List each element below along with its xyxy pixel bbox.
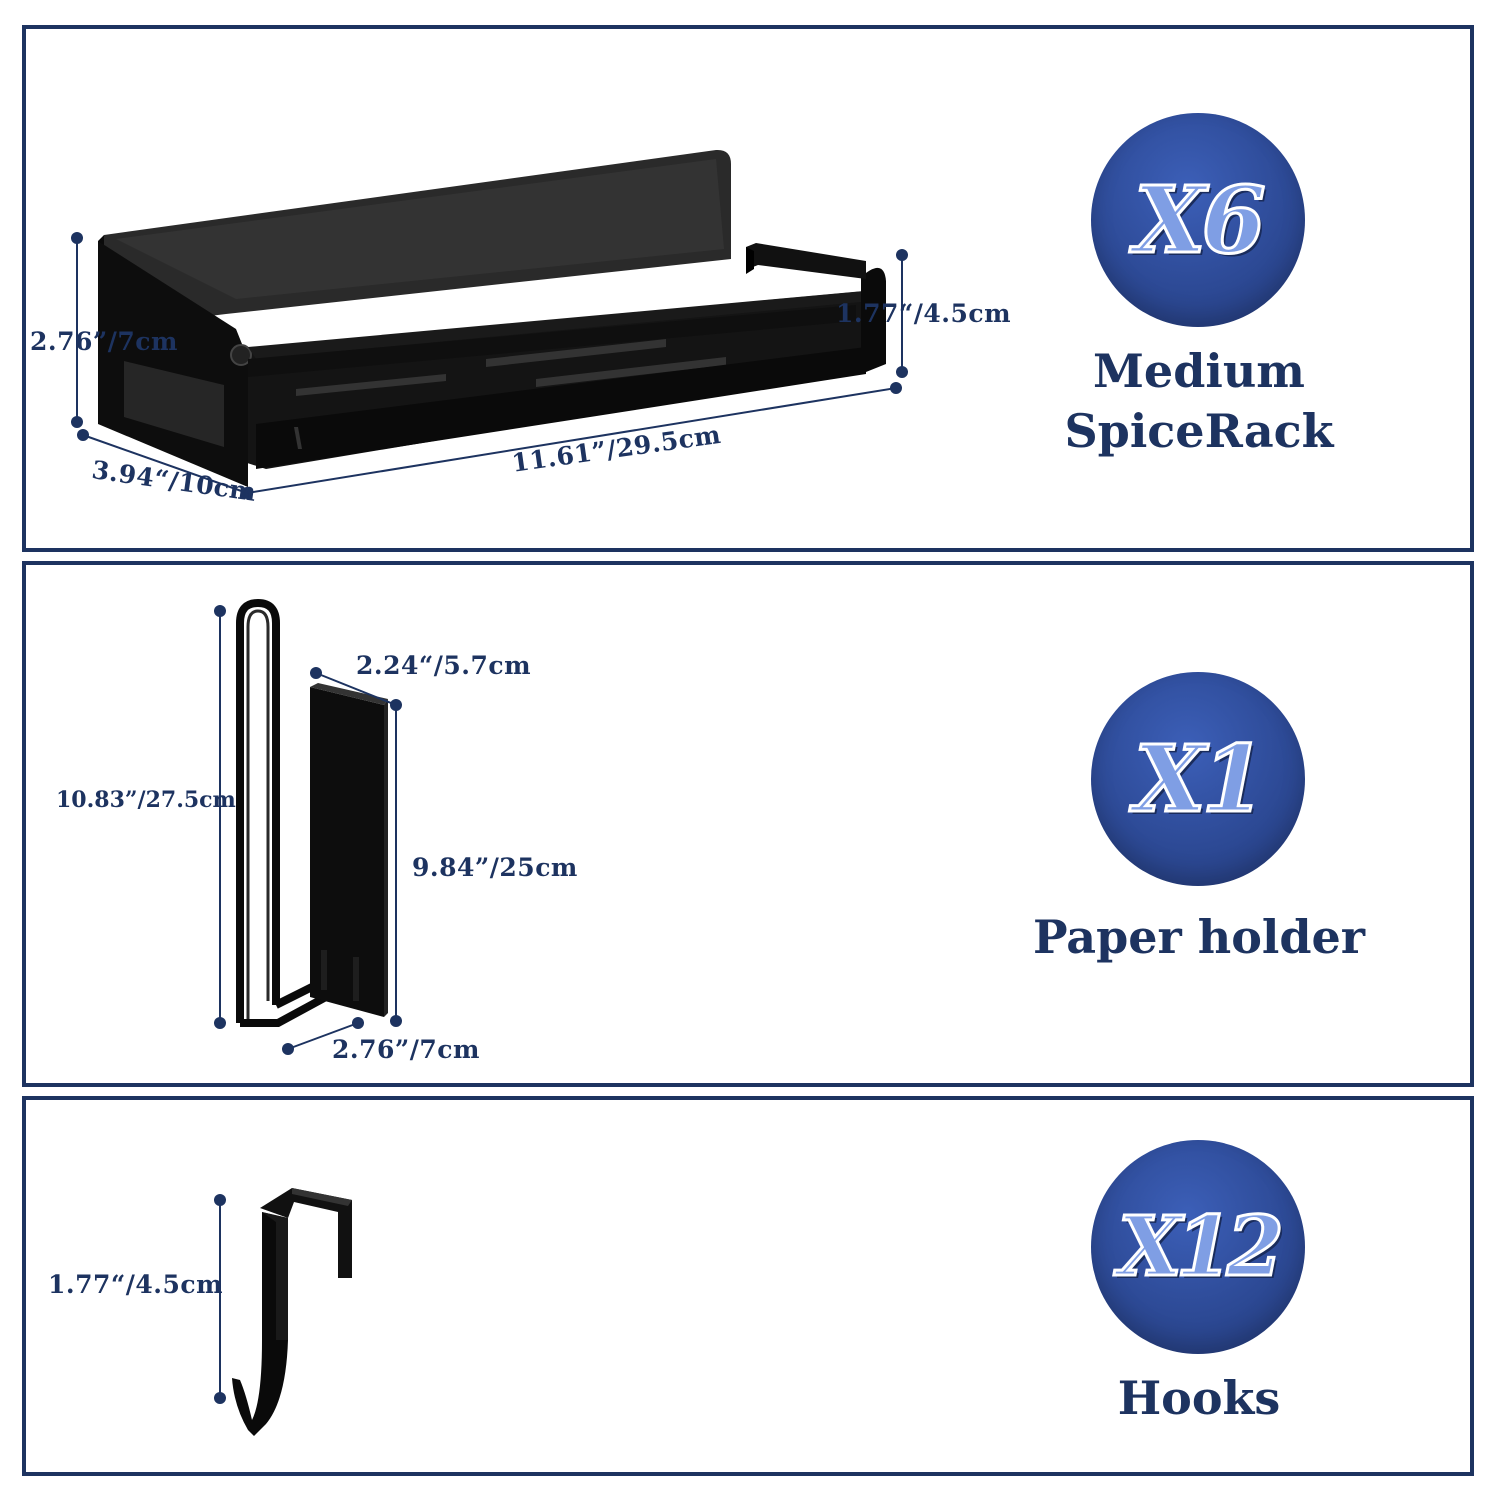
height-dimension-label: 2.76”/7cm [30,327,178,356]
plate-height-dimension-label: 9.84”/25cm [412,853,578,882]
product-name-line2: SpiceRack [1064,404,1334,458]
product-name: Paper holder [1032,910,1366,964]
quantity-badge: X1 [1091,672,1305,886]
total-height-dimension-label: 10.83”/27.5cm [56,787,236,813]
rail-height-dimension-label: 1.77“/4.5cm [836,299,1012,328]
depth-dimension-label: 2.76”/7cm [332,1035,480,1064]
quantity-text: X12 [1117,1198,1286,1297]
quantity-text: X6 [1133,165,1267,276]
quantity-text: X1 [1133,724,1267,835]
product-name-line1: Medium [1093,344,1305,398]
quantity-badge: X12 [1091,1140,1305,1354]
plate-width-dimension-label: 2.24“/5.7cm [356,651,532,680]
product-name: Hooks [1117,1371,1281,1425]
hook-image [214,1188,352,1436]
panel-hooks: 1.77“/4.5cm X12 Hooks [22,1096,1474,1476]
panel-paper-holder: 10.83”/27.5cm 2.24“/5.7cm 9.84”/25cm 2.7… [22,561,1474,1087]
height-dimension-label: 1.77“/4.5cm [48,1270,224,1299]
quantity-badge: X6 [1091,113,1305,327]
panel-spice-rack: 2.76”/7cm 3.94“/10cm 11.61”/29.5cm 1.77“… [22,25,1474,552]
spice-rack-image [71,149,908,499]
paper-holder-image [214,598,402,1055]
